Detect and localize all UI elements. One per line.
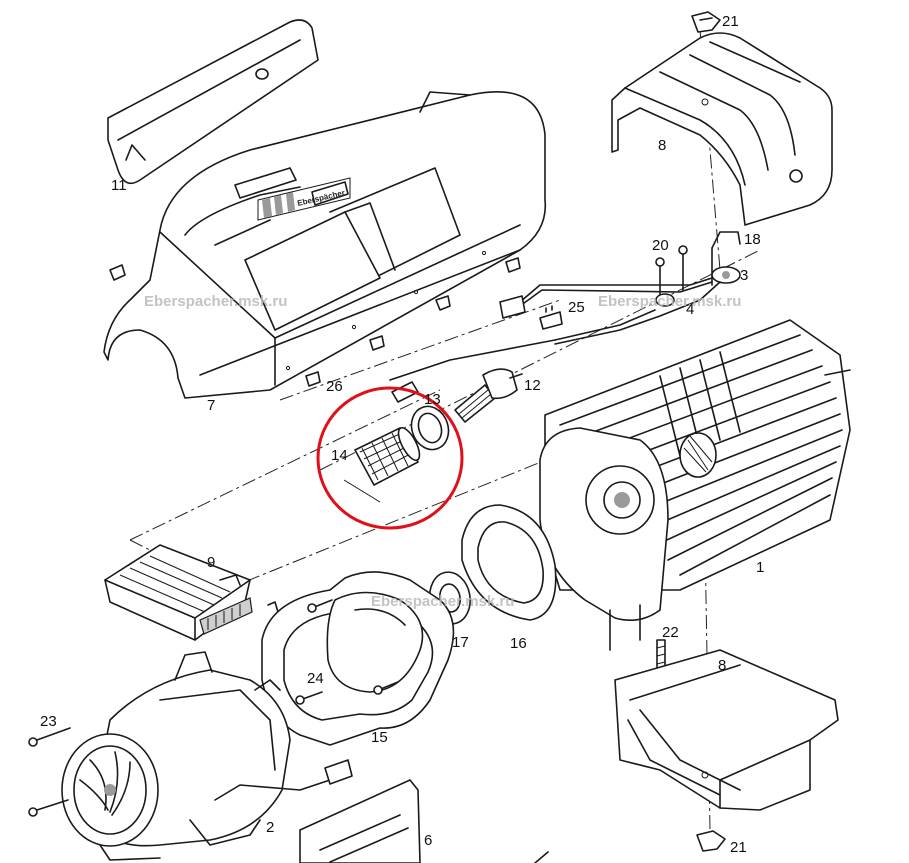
label-23: 23 [40,713,57,730]
label-7: 7 [207,397,215,414]
label-21-top: 21 [722,13,739,30]
watermark-center: Eberspacher.msk.ru [371,593,514,610]
part-1-heat-exchanger [539,319,851,651]
label-2: 2 [266,819,274,836]
part-15-blower-gasket [261,571,455,746]
part-14-glow-screen [343,426,421,503]
label-8-bottom: 8 [718,657,726,674]
cover-screws [109,257,521,387]
label-1: 1 [756,559,764,576]
label-15: 15 [371,729,388,746]
label-17: 17 [452,634,469,651]
part-12-glow-plug [454,368,523,423]
label-14: 14 [331,447,348,464]
part-24-screws [295,599,399,705]
part-16-gasket [461,504,557,621]
part-23-screws [28,727,71,817]
part-8-upper-shield [611,32,833,226]
part-8-lower-shield [614,649,839,811]
label-11: 11 [111,177,127,194]
part-2-blower [61,651,353,861]
label-13: 13 [424,391,441,408]
label-9: 9 [207,554,215,571]
part-9-control-unit [104,544,279,641]
part-4-sensor [655,293,675,307]
wiring-harness [389,277,721,381]
label-21-bottom: 21 [730,839,747,856]
part-11-top-rail [107,19,319,185]
label-12: 12 [524,377,541,394]
part-21-clip-top [691,11,721,33]
label-22: 22 [662,624,679,641]
highlight-circle [316,386,464,530]
watermark-right: Eberspacher.msk.ru [598,293,741,310]
label-26: 26 [326,378,343,395]
label-18: 18 [744,231,761,248]
part-25-plug [539,305,563,330]
part-3-sensor [711,266,741,284]
part-21-clip-bottom [696,830,726,852]
label-3: 3 [740,267,748,284]
label-20: 20 [652,237,669,254]
label-8-top: 8 [658,137,666,154]
label-4: 4 [686,301,694,318]
label-25: 25 [568,299,585,316]
part-7-cover: Eberspächer [103,91,547,399]
label-24: 24 [307,670,324,687]
part-13-seal-ring [391,381,450,451]
label-16: 16 [510,635,527,652]
part-6-lower-housing [299,779,549,863]
part-labels: 21 11 8 18 20 3 25 4 26 13 12 7 14 9 1 1… [40,13,764,856]
label-6: 6 [424,832,432,849]
watermark-left: Eberspacher.msk.ru [144,293,287,310]
